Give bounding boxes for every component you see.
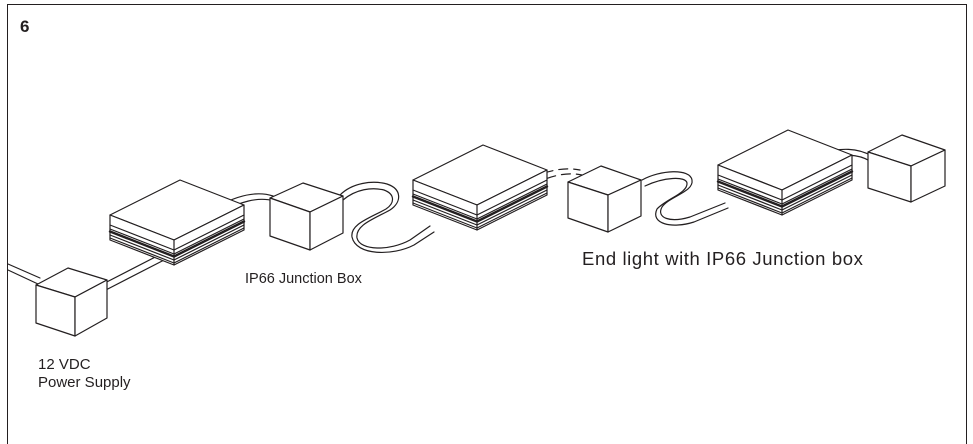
step-number: 6 bbox=[20, 17, 30, 36]
cable-box-2-to-light-3 bbox=[641, 171, 729, 226]
light-fixture-2 bbox=[411, 144, 549, 231]
junction-box-label: IP66 Junction Box bbox=[245, 271, 362, 287]
cable-psu-to-light-1 bbox=[96, 251, 169, 294]
cable-junction-to-light-2 bbox=[339, 181, 435, 254]
junction-box-end bbox=[867, 134, 946, 203]
input-cable bbox=[7, 263, 41, 285]
light-fixture-1 bbox=[108, 179, 246, 266]
power-supply-box bbox=[35, 267, 108, 337]
end-light-label: End light with IP66 Junction box bbox=[582, 248, 864, 269]
light-fixture-3 bbox=[716, 129, 854, 216]
junction-box-1 bbox=[269, 182, 344, 251]
power-supply-text: Power Supply bbox=[38, 374, 131, 391]
power-supply-label: 12 VDC Power Supply bbox=[38, 356, 131, 392]
diagram-frame bbox=[7, 4, 967, 444]
junction-box-2 bbox=[567, 165, 642, 233]
wiring-diagram bbox=[7, 129, 946, 337]
power-supply-voltage: 12 VDC bbox=[38, 356, 91, 373]
